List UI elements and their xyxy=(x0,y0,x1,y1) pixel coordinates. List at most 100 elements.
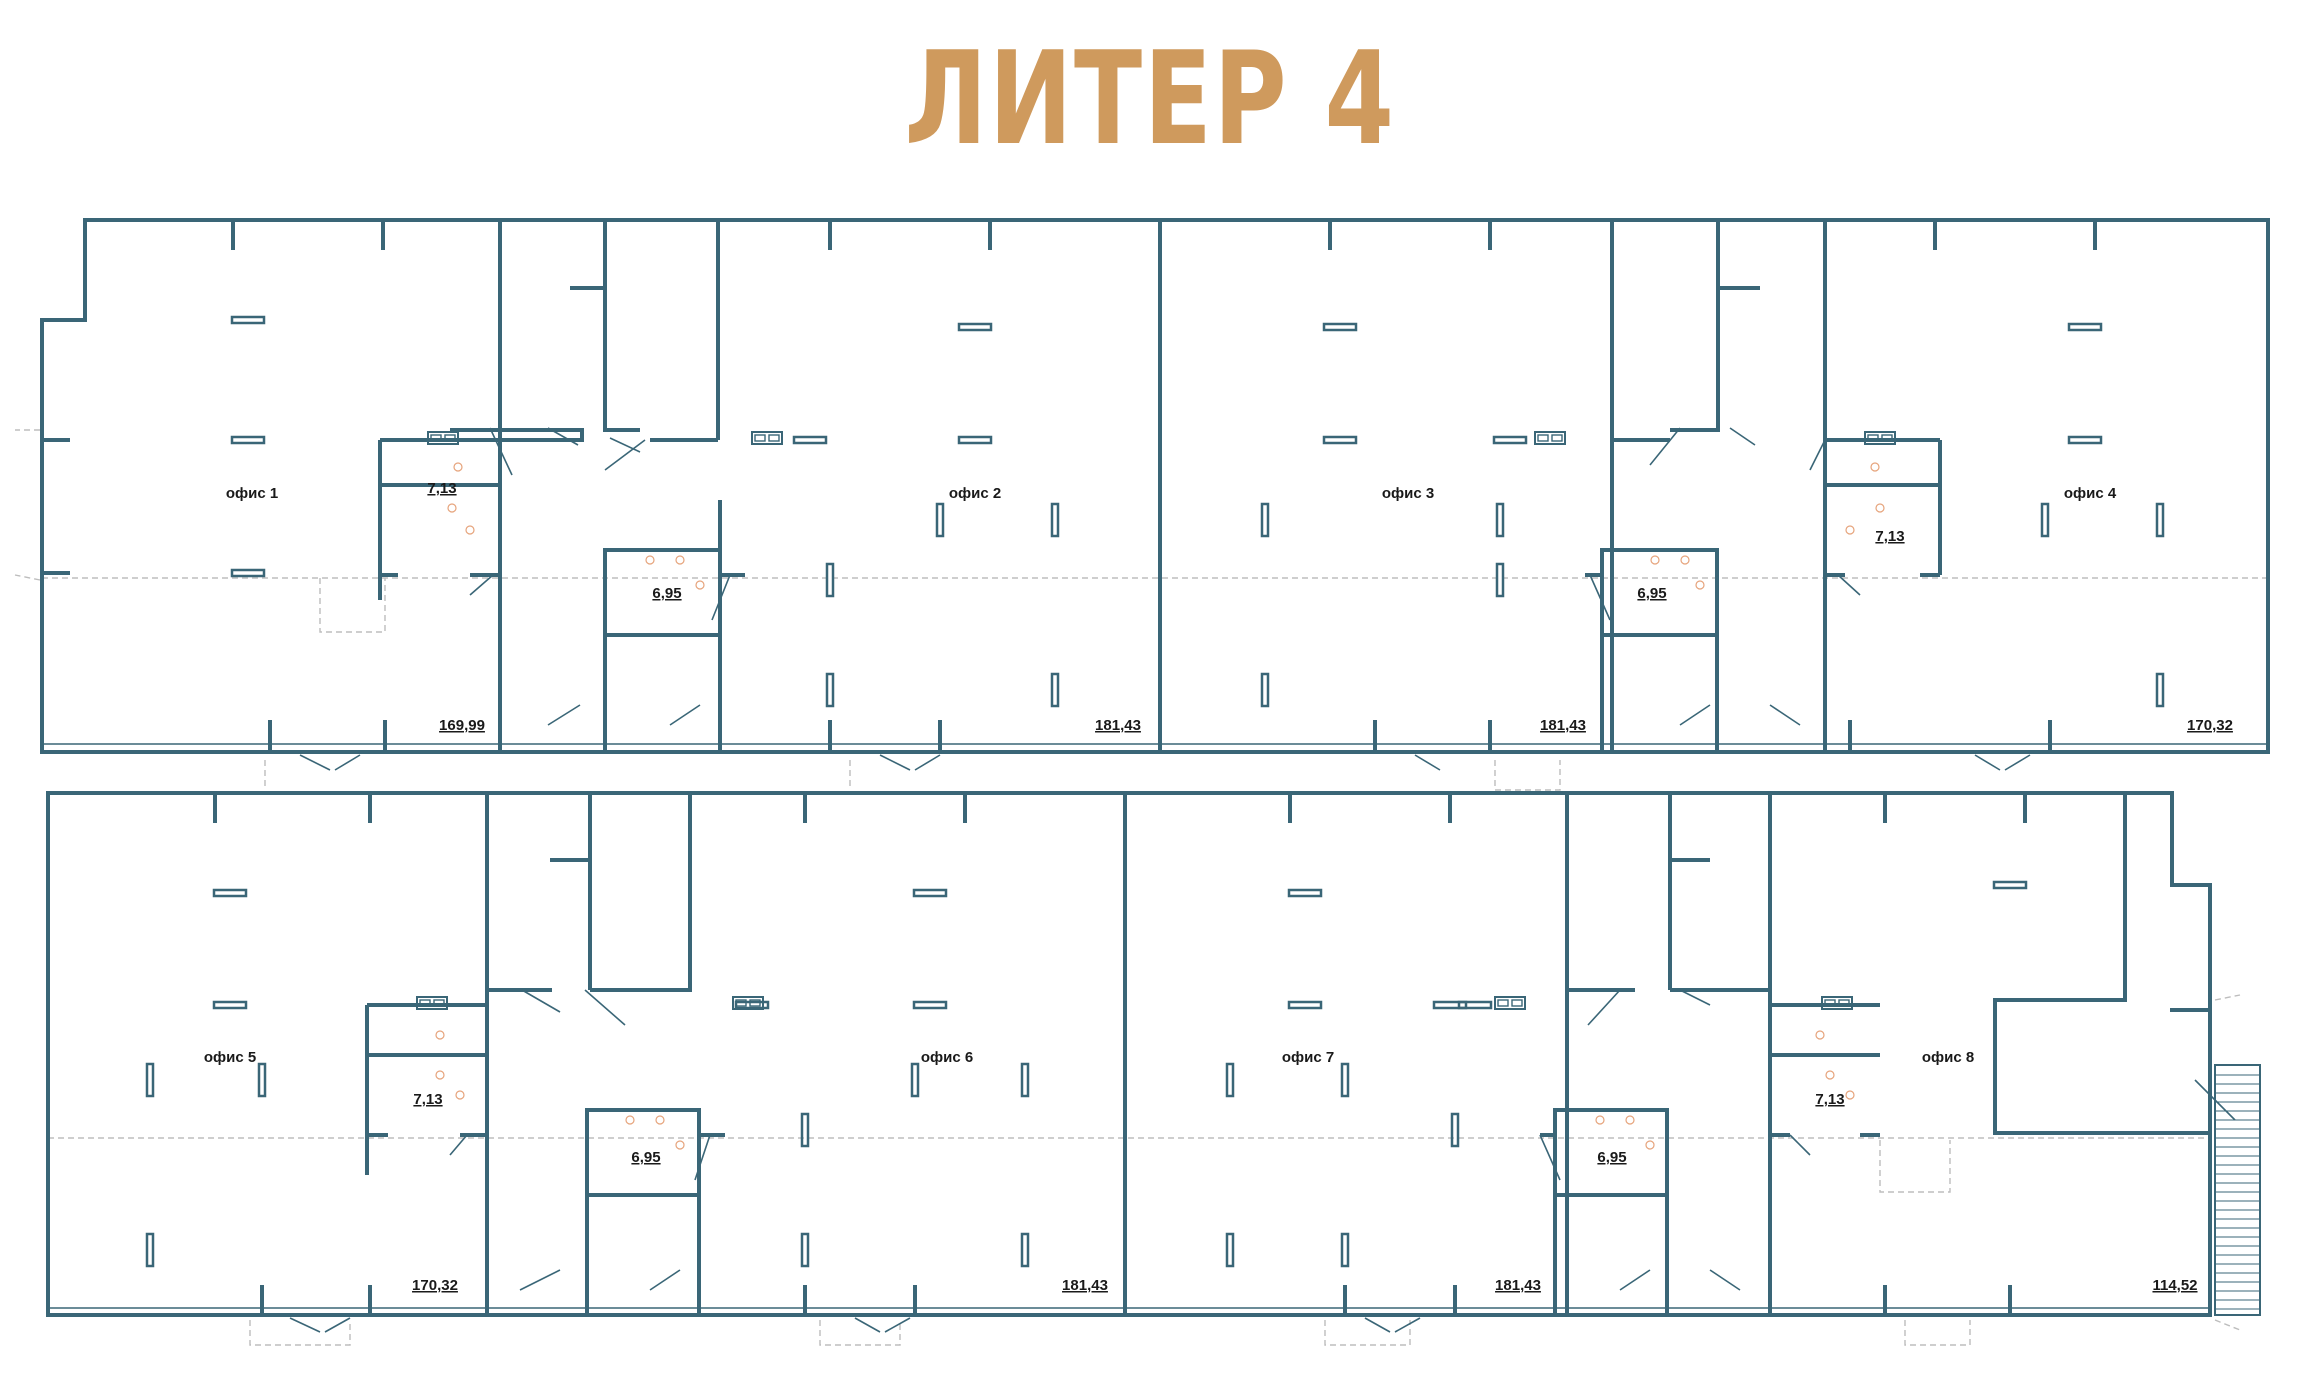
walls xyxy=(40,218,2270,1317)
column xyxy=(912,1000,948,1010)
door-leaf xyxy=(324,1317,351,1333)
column xyxy=(1340,1232,1350,1268)
dashed-outline xyxy=(249,1320,1971,1346)
door-leaf xyxy=(1414,754,1441,771)
vent-duct xyxy=(735,999,747,1007)
column xyxy=(1050,672,1060,708)
unit-label-2: офис 2 xyxy=(949,485,1001,502)
fixture xyxy=(645,555,655,565)
door-leaf xyxy=(1587,989,1621,1026)
dashed-outline xyxy=(2214,994,2241,1331)
column xyxy=(912,888,948,898)
unit-label-6: офис 6 xyxy=(921,1049,973,1066)
wc-wall xyxy=(365,1003,487,1175)
door-leaf xyxy=(1769,704,1801,726)
outer-wall-row2 xyxy=(46,791,2212,1317)
wall xyxy=(1600,548,1719,637)
column xyxy=(910,1062,920,1098)
unit-area-7: 181,43 xyxy=(1495,1277,1541,1294)
unit-area-2: 181,43 xyxy=(1095,717,1141,734)
unit-area-6: 181,43 xyxy=(1062,1277,1108,1294)
door-leaf xyxy=(1679,704,1711,726)
unit-area-5: 170,32 xyxy=(412,1277,458,1294)
service-wall xyxy=(1670,220,1760,432)
column xyxy=(1495,502,1505,538)
wc-area-6: 6,95 xyxy=(631,1149,660,1166)
wc-wall xyxy=(378,438,500,600)
door-leaf xyxy=(879,754,911,771)
unit-area-8: 114,52 xyxy=(2152,1277,2197,1294)
fixture xyxy=(447,503,457,513)
door-leaf xyxy=(521,989,561,1013)
unit-label-1: офис 1 xyxy=(226,485,278,502)
staircase xyxy=(2214,1064,2261,1316)
column xyxy=(2155,672,2165,708)
door-leaf xyxy=(2194,1079,2236,1121)
door-leaf xyxy=(609,437,641,453)
door-leaf xyxy=(1837,574,1861,596)
door-leaf xyxy=(334,754,361,771)
fixture xyxy=(1625,1115,1635,1125)
column xyxy=(957,322,993,332)
party-wall xyxy=(450,220,720,442)
sanitary-fixtures xyxy=(435,462,1885,1150)
vent-duct xyxy=(444,434,456,442)
vent-duct xyxy=(433,999,445,1007)
unit-label-5: офис 5 xyxy=(204,1049,256,1066)
unit-area-1: 169,99 xyxy=(439,717,485,734)
column xyxy=(935,502,945,538)
column xyxy=(212,1000,248,1010)
vent-duct xyxy=(427,431,459,445)
column xyxy=(825,672,835,708)
door-leaf xyxy=(489,427,513,476)
fixture xyxy=(1845,1090,1855,1100)
door-leaf xyxy=(289,1317,321,1333)
service-wall xyxy=(1610,220,1670,752)
column xyxy=(1495,562,1505,598)
vent-duct xyxy=(1494,996,1526,1010)
service-wall xyxy=(570,220,640,432)
service-wall xyxy=(1565,793,1770,992)
unit-area-3: 181,43 xyxy=(1540,717,1586,734)
column xyxy=(825,562,835,598)
fixture xyxy=(455,1090,465,1100)
fixture xyxy=(655,1115,665,1125)
annex-wall xyxy=(1993,793,2210,1135)
column xyxy=(1432,1000,1468,1010)
column xyxy=(2067,322,2103,332)
vent-duct xyxy=(430,434,442,442)
unit-label-7: офис 7 xyxy=(1282,1049,1334,1066)
fixture xyxy=(1825,1070,1835,1080)
column xyxy=(230,568,266,578)
fixture xyxy=(465,525,475,535)
door-leaf xyxy=(884,1317,911,1333)
column xyxy=(1260,672,1270,708)
service-wall xyxy=(485,793,692,992)
fixture xyxy=(1650,555,1660,565)
column xyxy=(1450,1112,1460,1148)
door-leaf xyxy=(914,754,941,771)
door-leaf xyxy=(1649,427,1681,466)
fixture xyxy=(1875,503,1885,513)
door-leaf xyxy=(649,1269,681,1291)
vent-duct xyxy=(1497,999,1509,1007)
vent-duct xyxy=(1511,999,1523,1007)
fixture xyxy=(435,1070,445,1080)
wc-wall xyxy=(1825,438,1942,577)
dashed-outline xyxy=(48,1137,2210,1193)
unit-label-8: офис 8 xyxy=(1922,1049,1974,1066)
door-leaf xyxy=(1589,574,1611,621)
column xyxy=(1225,1062,1235,1098)
fixture xyxy=(695,580,705,590)
door-leaf xyxy=(2004,754,2031,771)
door-leaf xyxy=(1809,439,1826,471)
wc-area-4: 7,13 xyxy=(1875,528,1904,545)
vent-duct xyxy=(416,996,448,1010)
vent-duct xyxy=(749,999,761,1007)
column xyxy=(1050,502,1060,538)
vent-duct xyxy=(419,999,431,1007)
wall xyxy=(603,548,722,637)
column xyxy=(1020,1062,1030,1098)
fixture xyxy=(1595,1115,1605,1125)
wc-wall xyxy=(1770,1003,1880,1137)
